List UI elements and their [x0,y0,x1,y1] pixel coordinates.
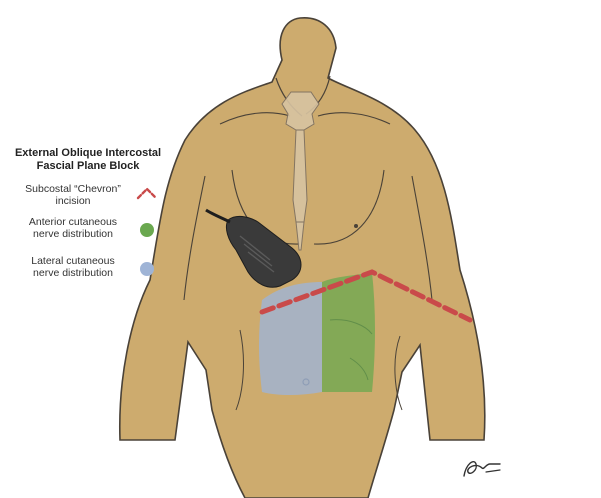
nipple-right [354,224,358,228]
artist-signature-icon [460,454,504,482]
lateral-cutaneous-zone [259,282,322,395]
torso-body [120,18,485,498]
anterior-cutaneous-zone [322,272,375,392]
